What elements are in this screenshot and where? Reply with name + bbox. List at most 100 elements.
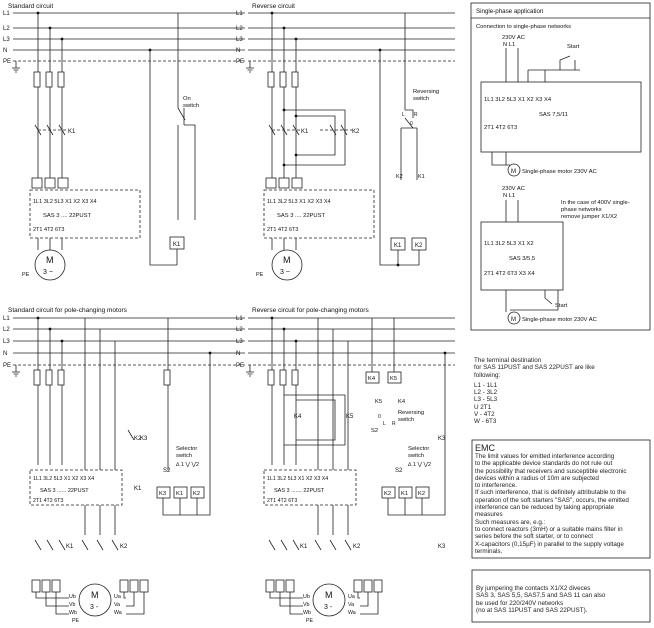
svg-text:L2: L2: [3, 327, 10, 333]
buses-top-left: L1 L2 L3 N PE: [3, 11, 245, 73]
svg-text:switch: switch: [413, 96, 429, 102]
svg-text:K4: K4: [398, 399, 406, 405]
motor-m-a: M: [46, 255, 54, 265]
reverse-circuit: Reverse circuit L1 L2 L3 N PE K1 K2 1L1 …: [236, 3, 455, 281]
svg-text:K1: K1: [176, 491, 183, 497]
svg-text:230V AC: 230V AC: [502, 35, 525, 41]
svg-text:N: N: [236, 351, 240, 357]
label-k2-a: K2: [352, 129, 360, 135]
pe-label-a: PE: [22, 272, 30, 278]
svg-text:M: M: [325, 590, 333, 600]
svg-text:K3: K3: [140, 436, 148, 442]
svg-text:PE: PE: [306, 618, 314, 624]
svg-text:2T1 4T2 6T3: 2T1 4T2 6T3: [267, 498, 297, 504]
svg-text:PE: PE: [236, 363, 244, 369]
soft-starter-block: [29, 189, 141, 239]
svg-text:K1: K1: [301, 129, 309, 135]
svg-text:R: R: [414, 112, 418, 118]
svg-text:3 -: 3 -: [324, 604, 333, 611]
reversing-switch: [400, 13, 418, 180]
svg-text:Single-phase motor 230V AC: Single-phase motor 230V AC: [522, 169, 597, 175]
svg-text:K2: K2: [418, 491, 425, 497]
svg-text:K4: K4: [294, 414, 302, 420]
svg-text:Single-phase motor 230V AC: Single-phase motor 230V AC: [522, 317, 597, 323]
svg-text:In the case of 400V single-: In the case of 400V single-: [561, 200, 630, 206]
pole-changing-reverse: Reverse circuit for pole-changing motors…: [236, 307, 455, 624]
svg-text:K2: K2: [134, 436, 142, 442]
svg-text:K1: K1: [300, 544, 308, 550]
svg-text:K1: K1: [66, 544, 74, 550]
motor-3ph-b: [271, 249, 303, 281]
svg-text:K5: K5: [390, 376, 397, 382]
overload-1: [31, 177, 43, 189]
svg-text:L: L: [402, 112, 405, 118]
svg-text:K3: K3: [438, 436, 446, 442]
title-standard: Standard circuit: [8, 3, 53, 10]
svg-text:1L1 3L2 5L3 X1 X2 X3 X4: 1L1 3L2 5L3 X1 X2 X3 X4: [267, 199, 331, 205]
svg-text:PE: PE: [236, 59, 244, 65]
motor-pole-b: [312, 583, 346, 617]
fuse-1: [33, 71, 41, 88]
svg-text:Standard circuit for pole-chan: Standard circuit for pole-changing motor…: [8, 307, 128, 314]
svg-text:1L1 3L2 5L3 X1 X2 X3 X4: 1L1 3L2 5L3 X1 X2 X3 X4: [33, 476, 94, 482]
on-switch-label-1: On: [183, 96, 191, 102]
coil-k1-a-label: K1: [173, 242, 181, 248]
sas-3-5-5-block: [480, 221, 564, 291]
bus-label-l1: L1: [3, 11, 10, 17]
svg-text:SAS 7,5/11: SAS 7,5/11: [539, 112, 568, 118]
pole-changing-standard: Standard circuit for pole-changing motor…: [3, 307, 245, 624]
ground-symbol: [12, 61, 20, 73]
emc-title: EMC: [475, 443, 495, 453]
svg-text:L1: L1: [3, 316, 10, 322]
svg-text:K1: K1: [418, 174, 425, 180]
svg-text:2T1 4T2 6T3 X3 X4: 2T1 4T2 6T3 X3 X4: [484, 271, 535, 277]
svg-text:SAS 3 ...... 22PUST: SAS 3 ...... 22PUST: [40, 488, 89, 494]
svg-text:PE: PE: [3, 363, 11, 369]
svg-text:3 ~: 3 ~: [280, 269, 290, 276]
jumper-note: By jumpering the contacts X1/X2 diveces …: [476, 585, 606, 614]
starter-model-a: SAS 3 .... 22PUST: [43, 213, 91, 219]
bus-label-n: N: [3, 48, 7, 54]
svg-text:M: M: [511, 317, 516, 323]
svg-text:0: 0: [378, 414, 381, 420]
svg-text:S2: S2: [371, 428, 378, 434]
svg-text:K2: K2: [193, 491, 200, 497]
svg-text:1L1 3L2 5L3 X1 X2 X3 X4: 1L1 3L2 5L3 X1 X2 X3 X4: [267, 476, 328, 482]
svg-text:L2: L2: [236, 327, 243, 333]
svg-text:R: R: [392, 421, 396, 427]
svg-text:K2: K2: [384, 491, 391, 497]
svg-text:K5: K5: [375, 399, 382, 405]
svg-text:remove jumper X1/X2: remove jumper X1/X2: [561, 214, 617, 220]
svg-text:Va: Va: [348, 602, 354, 608]
svg-text:Ua: Ua: [114, 594, 121, 600]
svg-text:switch: switch: [398, 417, 414, 423]
on-switch-branch: [177, 13, 196, 220]
svg-text:PE: PE: [72, 618, 80, 624]
svg-text:Single-phase application: Single-phase application: [476, 8, 544, 15]
svg-text:N L1: N L1: [503, 193, 515, 199]
bus-label-l3: L3: [3, 37, 10, 43]
svg-text:SAS 3 .... 22PUST: SAS 3 .... 22PUST: [277, 213, 325, 219]
svg-text:L1: L1: [236, 316, 243, 322]
svg-text:N L1: N L1: [503, 42, 515, 48]
svg-text:S2: S2: [163, 468, 171, 474]
svg-text:K3: K3: [159, 491, 166, 497]
svg-text:L3: L3: [236, 339, 243, 345]
svg-text:K1: K1: [134, 486, 142, 492]
svg-text:SAS 3 ....... 22PUST: SAS 3 ....... 22PUST: [274, 488, 325, 494]
sas-7-5-11-block: [480, 81, 642, 153]
svg-text:L3: L3: [3, 339, 10, 345]
motor-3-a: 3 ~: [43, 269, 53, 276]
bus-label-l2: L2: [3, 26, 10, 32]
emc-box: [471, 439, 651, 559]
svg-text:Selector: Selector: [176, 446, 197, 452]
svg-text:Ub: Ub: [69, 594, 76, 600]
svg-text:S2: S2: [395, 468, 403, 474]
label-k1-a: K1: [68, 129, 76, 135]
single-phase-application: Single-phase application Connection to s…: [470, 2, 651, 331]
svg-text:K2: K2: [120, 544, 128, 550]
svg-text:0: 0: [410, 121, 413, 127]
svg-text:L1: L1: [236, 11, 243, 17]
svg-text:Ua: Ua: [348, 594, 355, 600]
